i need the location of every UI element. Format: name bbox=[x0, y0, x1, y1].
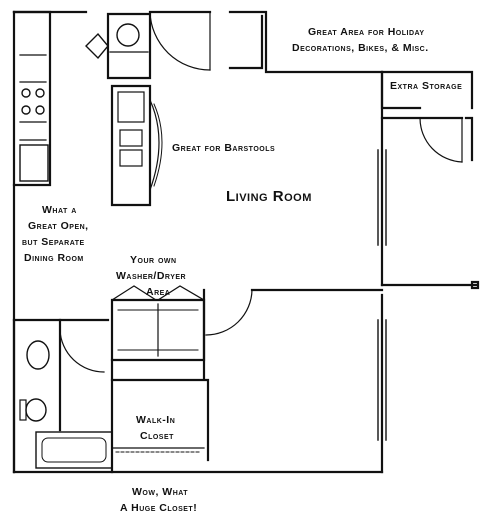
island-outline bbox=[110, 84, 152, 207]
toilet bbox=[25, 398, 47, 422]
kitchen-counter-inner bbox=[19, 54, 47, 141]
extra-storage-label: Extra Storage bbox=[390, 80, 463, 92]
center-wall bbox=[110, 288, 210, 462]
bar-counter-inner bbox=[153, 103, 163, 187]
living-room-label: Living Room bbox=[226, 188, 312, 205]
storage-door-swing bbox=[419, 117, 463, 163]
bathtub-inner bbox=[41, 437, 107, 463]
washer-label-line2: Washer/Dryer bbox=[116, 270, 187, 282]
entry-door-swing bbox=[149, 11, 211, 71]
fridge bbox=[19, 144, 49, 182]
island-cabinet bbox=[117, 91, 145, 123]
walkin-label-line1: Walk-In bbox=[136, 414, 176, 426]
burner-1 bbox=[21, 88, 31, 98]
bathtub bbox=[35, 431, 113, 469]
bar-counter bbox=[149, 99, 160, 191]
kitchen-wall-top bbox=[12, 10, 52, 187]
holiday-label-line1: Great Area for Holiday bbox=[308, 26, 425, 38]
sink-right bbox=[119, 149, 143, 167]
bath-sink bbox=[26, 340, 50, 370]
bath-wall bbox=[12, 318, 62, 474]
pantry-block bbox=[106, 12, 152, 80]
bedroom-door-swing bbox=[205, 289, 253, 336]
dining-label-line4: Dining Room bbox=[24, 252, 84, 264]
pantry-diamond bbox=[85, 32, 109, 60]
dining-label-line1: What a bbox=[42, 204, 77, 216]
walkin-label-line2: Closet bbox=[140, 430, 174, 442]
patio-post-square bbox=[470, 280, 480, 290]
burner-4 bbox=[35, 105, 45, 115]
storage-wall bbox=[228, 10, 474, 110]
extra-storage-wall bbox=[380, 70, 422, 110]
washer-inner bbox=[117, 309, 199, 351]
washer-label-line3: Area bbox=[146, 286, 171, 298]
holiday-label-line2: Decorations, Bikes, & Misc. bbox=[292, 42, 429, 54]
dining-label-line2: Great Open, bbox=[28, 220, 89, 232]
water-heater bbox=[116, 23, 140, 47]
patio-door-frame bbox=[377, 149, 387, 246]
wow-label-line1: Wow, What bbox=[132, 486, 189, 498]
toilet-tank bbox=[19, 399, 27, 421]
dining-label-line3: but Separate bbox=[22, 236, 85, 248]
washer-label-line1: Your own bbox=[130, 254, 177, 266]
sink-left bbox=[119, 129, 143, 147]
bedroom-window bbox=[377, 319, 387, 441]
burner-2 bbox=[35, 88, 45, 98]
wow-label-line2: A Huge Closet! bbox=[120, 502, 198, 514]
washer-bracket bbox=[111, 285, 205, 301]
barstools-label: Great for Barstools bbox=[172, 142, 276, 154]
storage-inner bbox=[228, 14, 264, 70]
bath-door-swing bbox=[59, 329, 105, 373]
burner-3 bbox=[21, 105, 31, 115]
patio-post bbox=[464, 116, 474, 162]
